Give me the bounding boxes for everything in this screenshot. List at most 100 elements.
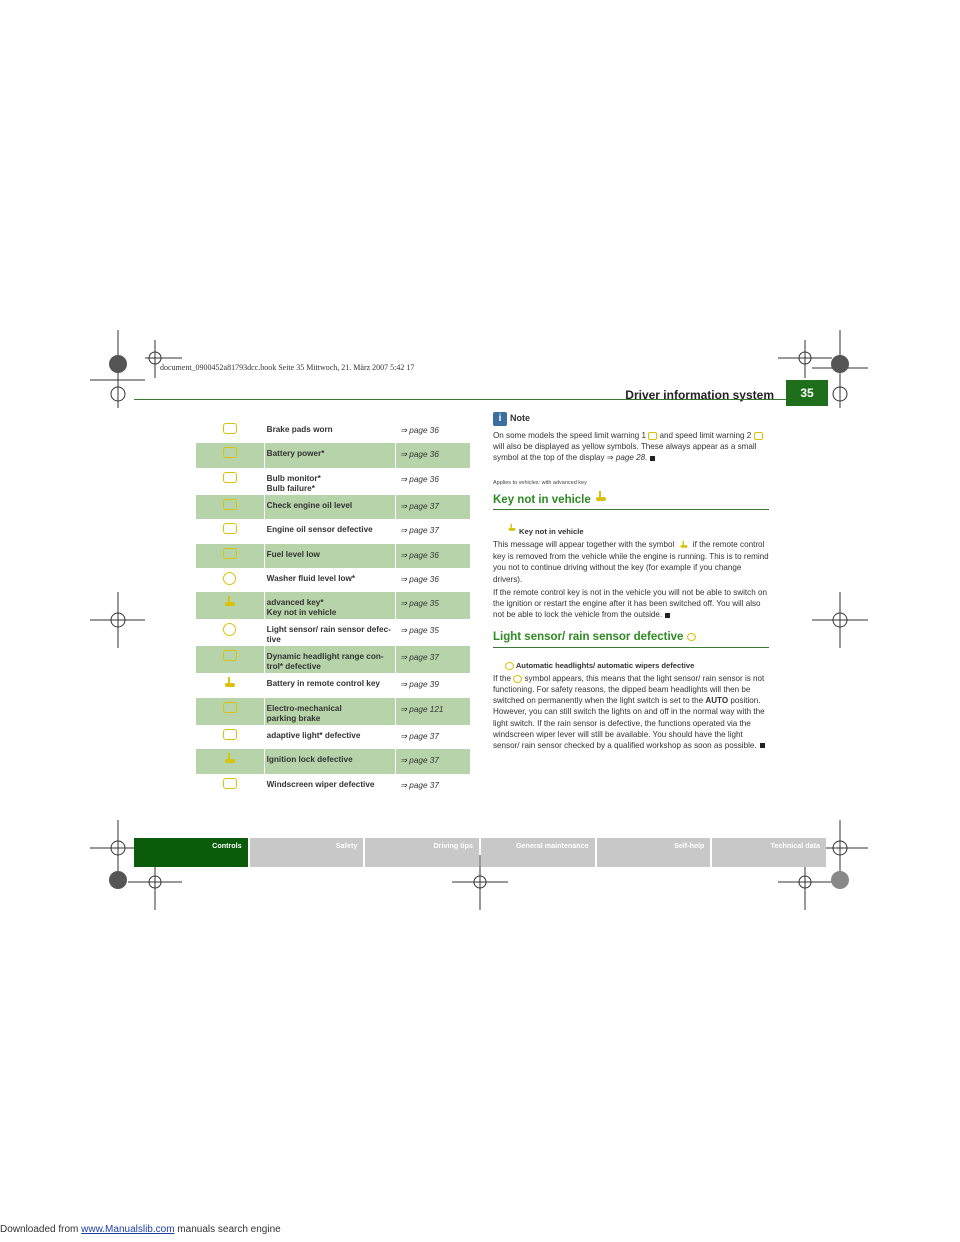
adaptive-light-icon [222, 728, 237, 740]
tab-controls[interactable]: Controls [134, 838, 248, 867]
table-row: Electro-mechanical parking brake⇒ page 1… [196, 697, 470, 725]
key-icon [507, 523, 517, 532]
key-icon [223, 596, 237, 608]
tab-general-maintenance[interactable]: General maintenance [481, 838, 595, 867]
end-mark [665, 612, 671, 618]
table-row: Light sensor/ rain sensor defec- tive⇒ p… [196, 619, 470, 647]
symbol-description: adaptive light* defective [263, 724, 397, 750]
table-row: Washer fluid level low*⇒ page 36 [196, 567, 470, 593]
speed-limit-icon [648, 431, 658, 440]
page-reference[interactable]: ⇒ page 37 [395, 646, 470, 674]
paragraph: This message will appear together with t… [493, 540, 769, 584]
wiper-icon [222, 777, 237, 789]
tab-self-help[interactable]: Self-help [596, 838, 711, 867]
subhead-key: Key not in vehicle [505, 522, 769, 537]
light-rain-sensor-icon [686, 633, 696, 642]
end-mark [759, 743, 765, 749]
symbol-description: Brake pads worn [263, 419, 397, 444]
speed-limit-icon [753, 431, 763, 440]
page-reference[interactable]: ⇒ page 37 [395, 749, 470, 774]
book-info-line: document_0900452a81793dcc.book Seite 35 … [160, 363, 415, 372]
manualslib-link[interactable]: www.Manualslib.com [81, 1224, 175, 1235]
table-row: Engine oil sensor defective⇒ page 37 [196, 519, 470, 544]
symbol-description: Light sensor/ rain sensor defec- tive [263, 619, 397, 647]
washer-fluid-icon [223, 571, 237, 585]
page-number: 35 [786, 380, 828, 406]
ignition-lock-icon [223, 753, 237, 765]
tab-safety[interactable]: Safety [249, 838, 364, 867]
symbol-description: advanced key* Key not in vehicle [263, 592, 397, 620]
table-row: Ignition lock defective⇒ page 37 [196, 749, 470, 774]
symbol-description: Battery power* [263, 443, 397, 468]
symbol-description: Bulb monitor* Bulb failure* [263, 467, 397, 495]
page-reference[interactable]: ⇒ page 36 [400, 574, 439, 584]
table-row: Dynamic headlight range con- trol* defec… [196, 646, 470, 674]
page-reference[interactable]: ⇒ page 36 [395, 443, 470, 468]
table-row: Windscreen wiper defective⇒ page 37 [196, 773, 470, 798]
light-rain-sensor-icon [513, 674, 523, 683]
tab-driving-tips[interactable]: Driving tips [365, 838, 480, 867]
paragraph: If the symbol appears, this means that t… [493, 673, 765, 751]
note-title: Note [510, 413, 530, 424]
symbol-description: Electro-mechanical parking brake [263, 697, 397, 725]
table-row: Fuel level low⇒ page 36 [196, 543, 470, 568]
page-reference[interactable]: ⇒ page 39 [400, 680, 439, 690]
key-icon [679, 541, 689, 549]
page-reference[interactable]: ⇒ page 37 [400, 526, 439, 536]
symbol-description: Ignition lock defective [263, 749, 397, 774]
symbol-description: Engine oil sensor defective [263, 519, 397, 544]
table-row: Check engine oil level⇒ page 37 [196, 494, 470, 520]
page-reference[interactable]: ⇒ page 37 [395, 494, 470, 520]
table-row: Battery power*⇒ page 36 [196, 443, 470, 468]
table-row: Bulb monitor* Bulb failure*⇒ page 36 [196, 467, 470, 495]
page-reference[interactable]: ⇒ page 37 [400, 780, 439, 790]
symbol-description: Fuel level low [263, 543, 397, 568]
fuel-pump-icon [222, 547, 237, 559]
page-reference[interactable]: ⇒ page 36 [395, 543, 470, 568]
parking-brake-icon [222, 701, 237, 713]
light-rain-sensor-icon [505, 661, 514, 670]
paragraph: If the remote control key is not in the … [493, 587, 767, 620]
table-row: Battery in remote control key⇒ page 39 [196, 673, 470, 698]
page-reference[interactable]: ⇒ page 121 [395, 697, 470, 725]
info-icon: i [493, 412, 507, 426]
subhead-sensor: Automatic headlights/ automatic wipers d… [505, 660, 769, 671]
symbol-description: Washer fluid level low* [263, 567, 397, 593]
table-row: Brake pads worn⇒ page 36 [196, 419, 470, 444]
tab-technical-data[interactable]: Technical data [712, 838, 827, 867]
battery-icon [222, 447, 237, 459]
end-mark [650, 455, 656, 461]
page-title: Driver information system [625, 388, 774, 402]
section-heading-key: Key not in vehicle [493, 490, 769, 511]
table-row: advanced key* Key not in vehicle⇒ page 3… [196, 592, 470, 620]
symbol-description: Windscreen wiper defective [263, 773, 397, 798]
page-reference[interactable]: ⇒ page 35 [400, 626, 439, 636]
oil-can-icon [222, 498, 237, 510]
page-reference[interactable]: ⇒ page 37 [400, 731, 439, 741]
page-reference[interactable]: ⇒ page 35 [395, 592, 470, 620]
applies-to: Applies to vehicles: with advanced key [493, 479, 587, 486]
page-reference[interactable]: ⇒ page 36 [400, 474, 439, 484]
remote-key-battery-icon [223, 677, 237, 689]
symbol-description: Check engine oil level [263, 494, 397, 520]
headlight-range-icon [222, 650, 237, 662]
header-divider [134, 399, 786, 400]
chapter-tabs: Controls Safety Driving tips General mai… [134, 838, 827, 867]
bulb-icon [222, 471, 237, 483]
table-row: adaptive light* defective⇒ page 37 [196, 724, 470, 750]
light-rain-sensor-icon [223, 623, 237, 637]
download-footer: Downloaded from www.Manualslib.com manua… [0, 1224, 281, 1235]
page-reference[interactable]: ⇒ page 36 [400, 426, 439, 435]
symbol-description: Battery in remote control key [263, 673, 397, 698]
brake-pads-icon [222, 423, 237, 434]
note-text: On some models the speed limit warning 1… [493, 430, 769, 464]
oil-sensor-icon [222, 523, 237, 535]
section-heading-sensor: Light sensor/ rain sensor defective [493, 632, 769, 648]
key-icon [594, 490, 608, 503]
symbol-description: Dynamic headlight range con- trol* defec… [263, 646, 397, 674]
page-reference[interactable]: page 28. [615, 453, 648, 463]
